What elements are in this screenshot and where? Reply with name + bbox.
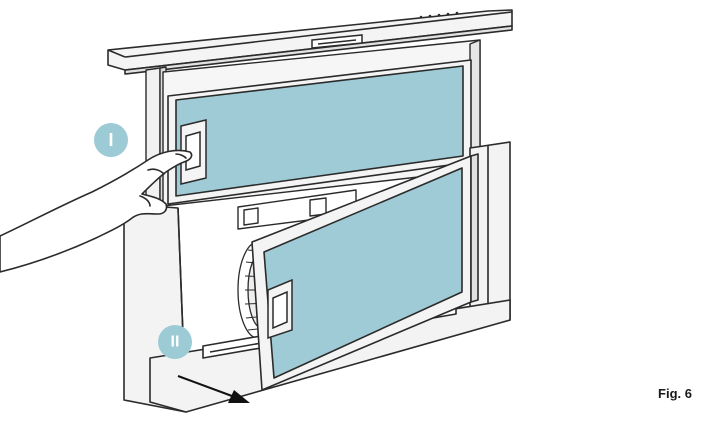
step-marker-1: I <box>94 123 128 157</box>
control-buttons <box>419 11 459 19</box>
hood-top-rail <box>107 9 513 75</box>
step-marker-1-label: I <box>108 130 113 150</box>
upper-filter-grip <box>180 119 207 185</box>
step-marker-2: II <box>158 325 192 359</box>
lower-filter-grip <box>267 278 293 340</box>
lower-filter <box>251 153 479 391</box>
step-marker-2-label: II <box>171 334 180 351</box>
hand <box>0 149 193 273</box>
top-handle <box>311 34 363 49</box>
pull-out-arrow <box>177 375 250 403</box>
figure-caption: Fig. 6 <box>658 386 692 401</box>
upper-filter <box>167 59 472 205</box>
